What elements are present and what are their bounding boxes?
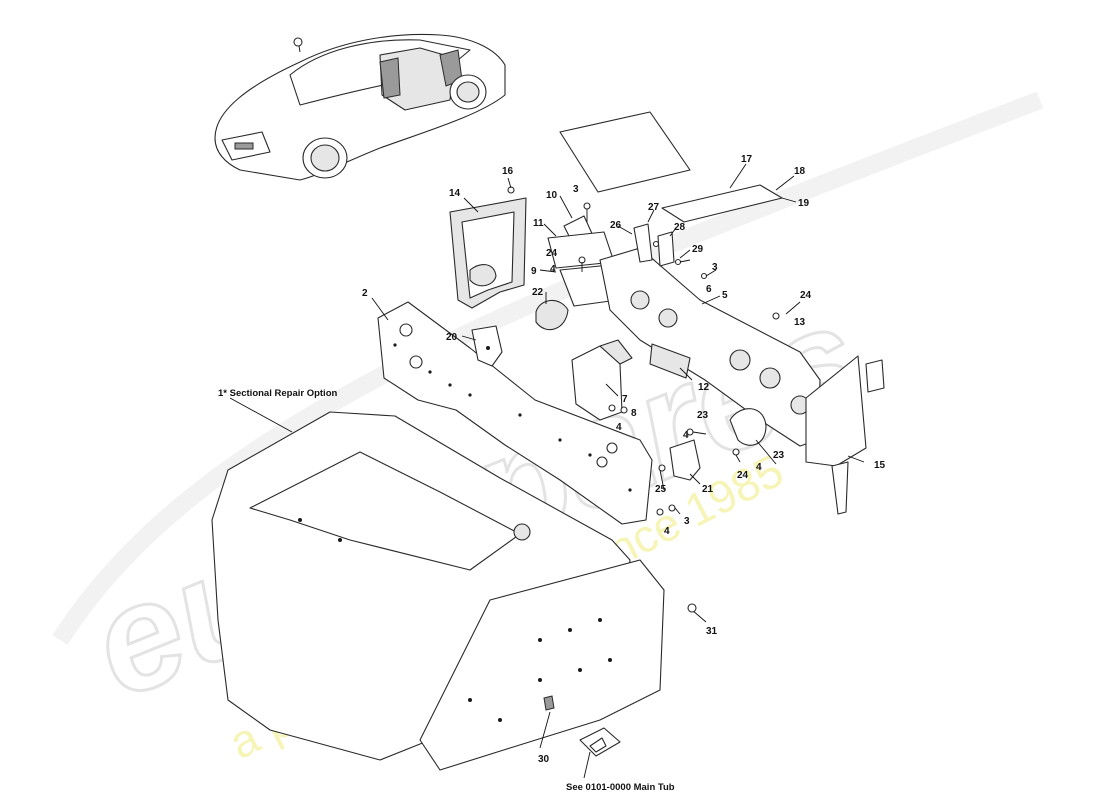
callout-4e: 4 <box>664 526 670 537</box>
part-14-frame <box>449 186 527 309</box>
callout-21: 21 <box>702 484 714 495</box>
callout-7: 7 <box>622 394 628 405</box>
callout-24b: 24 <box>800 290 812 301</box>
callout-17: 17 <box>741 154 753 165</box>
sectional-repair-caption: 1* Sectional Repair Option <box>218 388 337 399</box>
callout-8: 8 <box>631 408 637 419</box>
upper-cover-panel <box>559 111 691 193</box>
callout-15: 15 <box>874 460 886 471</box>
callout-25: 25 <box>655 484 667 495</box>
main-tub <box>211 411 665 771</box>
callout-24: 24 <box>546 248 558 259</box>
cross-member-5 <box>599 247 821 447</box>
callout-13: 13 <box>794 317 806 328</box>
callout-2: 2 <box>362 288 368 299</box>
callout-3b: 3 <box>712 262 718 273</box>
callout-18: 18 <box>794 166 806 177</box>
mount-23 <box>729 408 767 446</box>
callout-22: 22 <box>532 287 544 298</box>
callout-12: 12 <box>698 382 710 393</box>
callout-4c: 4 <box>683 430 689 441</box>
car-illustration <box>214 33 506 181</box>
leader-lines <box>229 163 865 779</box>
callout-11: 11 <box>533 218 544 229</box>
callout-16: 16 <box>502 166 514 177</box>
callout-26: 26 <box>610 220 622 231</box>
callout-4: 4 <box>550 264 556 275</box>
part-20-mount <box>471 325 503 367</box>
mount-12 <box>649 343 691 379</box>
side-piece-15 <box>805 355 885 515</box>
main-tub-caption: See 0101-0000 Main Tub <box>566 782 675 793</box>
callout-23b: 23 <box>773 450 785 461</box>
callout-9: 9 <box>531 266 537 277</box>
callout-10: 10 <box>546 190 558 201</box>
callout-4b: 4 <box>616 422 622 433</box>
callout-4d: 4 <box>756 462 762 473</box>
callout-6: 6 <box>706 284 712 295</box>
mount-21 <box>669 439 701 481</box>
fasteners <box>578 240 780 613</box>
callout-29: 29 <box>692 244 704 255</box>
callout-27: 27 <box>648 202 660 213</box>
callouts: 3 10 16 14 11 24 4 9 22 2 20 17 18 19 26… <box>362 154 886 765</box>
callout-3c: 3 <box>684 516 690 527</box>
callout-19: 19 <box>798 198 810 209</box>
callout-24c: 24 <box>737 470 749 481</box>
callout-31: 31 <box>706 626 718 637</box>
callout-14: 14 <box>449 188 461 199</box>
cover-panels <box>559 111 783 223</box>
callout-28: 28 <box>674 222 686 233</box>
callout-20: 20 <box>446 332 458 343</box>
callout-3: 3 <box>573 184 579 195</box>
bracket-plates <box>633 223 675 267</box>
callout-5: 5 <box>722 290 728 301</box>
callout-23: 23 <box>697 410 709 421</box>
callout-30: 30 <box>538 754 550 765</box>
